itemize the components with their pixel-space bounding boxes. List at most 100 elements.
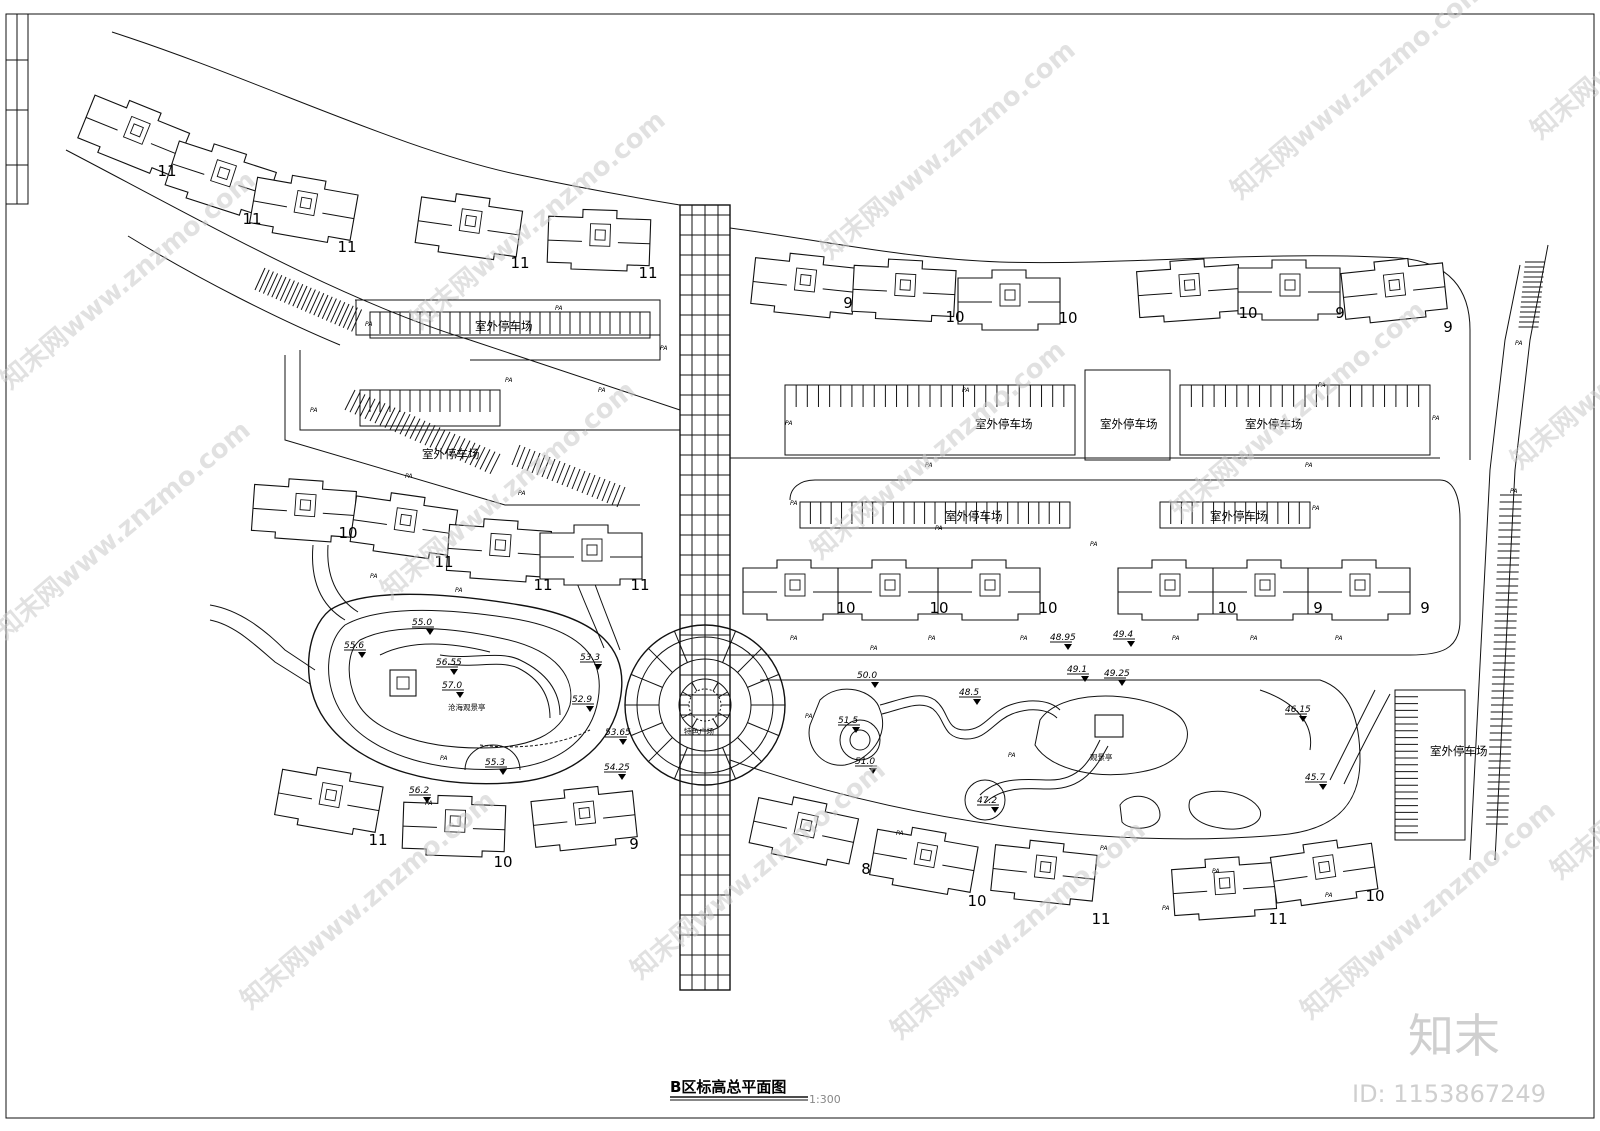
building-wall <box>1413 286 1445 291</box>
parking-stall-line <box>354 394 366 415</box>
building-wall <box>487 229 520 236</box>
building-elevator <box>578 807 591 820</box>
elevation-value: 46.15 <box>1285 705 1311 715</box>
building-elevator <box>899 279 911 291</box>
pa-label: PA <box>896 830 903 837</box>
oval-contour <box>379 643 491 656</box>
building-wall <box>822 835 854 843</box>
building-block <box>401 794 507 858</box>
elevation-value: 53.65 <box>605 728 631 738</box>
building-elevator <box>1284 279 1296 291</box>
pa-label: PA <box>785 420 792 427</box>
oval-inner-ring <box>328 609 600 770</box>
building-elevator <box>594 229 606 241</box>
building-elevator <box>919 848 933 862</box>
building-block <box>1269 839 1379 907</box>
oval-stream <box>439 654 561 716</box>
road-edge-parking-upper <box>355 299 661 361</box>
pa-label: PA <box>1432 415 1439 422</box>
elevation-triangle <box>456 692 464 698</box>
parking-stall-line <box>546 458 556 480</box>
building-floor-count: 9 <box>1420 599 1430 617</box>
building-wall <box>252 507 287 512</box>
building-block <box>250 478 357 543</box>
plaza-spoke <box>691 718 698 728</box>
building-block <box>851 258 957 323</box>
building-elevator <box>984 579 996 591</box>
elevation-value: 49.25 <box>1104 669 1130 679</box>
parking-stall-line <box>551 460 561 482</box>
parking-lot-label: 室外停车场 <box>475 319 533 333</box>
parking-stall-line <box>581 472 591 494</box>
pa-label: PA <box>935 525 942 532</box>
building-floor-count: 10 <box>836 599 855 617</box>
pa-label: PA <box>962 387 969 394</box>
oval-path-dotted <box>479 729 591 748</box>
building-block <box>1307 559 1411 621</box>
elevation-triangle <box>358 652 366 658</box>
parking-stall-line <box>344 389 356 411</box>
building-block <box>742 559 846 621</box>
building-block <box>530 785 638 852</box>
building-block <box>868 826 979 896</box>
parking-stall-line <box>419 422 431 444</box>
plaza-spoke <box>682 691 692 698</box>
building-wall <box>347 804 379 812</box>
parking-stall-line <box>292 283 304 307</box>
pa-label: PA <box>310 407 317 414</box>
elevation-triangle <box>1064 644 1072 650</box>
parking-stall-line <box>591 476 601 498</box>
elevation-triangle <box>869 768 877 774</box>
pa-label: PA <box>870 645 877 652</box>
parking-stall-line <box>364 398 376 420</box>
parking-lot-outline <box>1084 369 1171 461</box>
building-elevator <box>1183 279 1196 291</box>
building-wall <box>1343 293 1378 298</box>
road-edge-east-south <box>729 679 1361 840</box>
building-wall <box>1273 875 1308 882</box>
parking-stall-line <box>404 416 416 437</box>
plaza-spoke <box>747 673 780 688</box>
building-floor-count: 10 <box>929 599 948 617</box>
building-elevator <box>799 274 812 287</box>
pavilion-label-center: 特色广场 <box>684 726 714 736</box>
elevation-value: 55.3 <box>485 758 505 768</box>
pa-label: PA <box>1090 541 1097 548</box>
building-floor-count: 11 <box>368 831 387 849</box>
parking-stall-line <box>374 402 386 424</box>
building-floor-count: 11 <box>337 238 356 256</box>
pa-labels-layer: PAPAPAPAPAPAPAPAPAPAPAPAPAPAPAPAPAPAPAPA… <box>310 305 1522 912</box>
drawing-title: B区标高总平面图 <box>670 1078 786 1096</box>
parking-stall-line <box>330 300 342 323</box>
building-floor-count: 10 <box>945 308 964 326</box>
building-elevator <box>216 166 231 181</box>
pa-label: PA <box>805 713 812 720</box>
elevation-value: 51.5 <box>838 716 858 726</box>
parking-stall-line <box>334 301 346 325</box>
parking-stall-line <box>459 440 471 461</box>
north-walkway-link <box>327 544 359 613</box>
building-block <box>164 140 278 217</box>
parking-stall-line <box>571 468 581 490</box>
pa-label: PA <box>440 755 447 762</box>
east-curve-path <box>1259 689 1312 751</box>
pa-label: PA <box>1020 635 1027 642</box>
parking-lot-label: 室外停车场 <box>1100 417 1158 431</box>
elevation-value: 48.5 <box>959 688 979 698</box>
building-elevator <box>299 499 312 511</box>
east-arc-path <box>1343 693 1391 785</box>
elevation-triangle <box>1127 641 1135 647</box>
pa-label: PA <box>405 473 412 480</box>
plaza-spoke <box>718 691 728 698</box>
pa-label: PA <box>505 377 512 384</box>
parking-stall-line <box>479 449 491 470</box>
watermark-text: 知末网www.znzmo.com <box>815 35 1081 265</box>
watermark-text: 知末网www.znzmo.com <box>1525 0 1600 145</box>
building-floor-count: 11 <box>1091 910 1110 928</box>
building-elevator <box>449 815 461 827</box>
east-plaza-circle <box>839 719 881 761</box>
pa-label: PA <box>1325 892 1332 899</box>
north-walkway-link <box>311 544 346 621</box>
